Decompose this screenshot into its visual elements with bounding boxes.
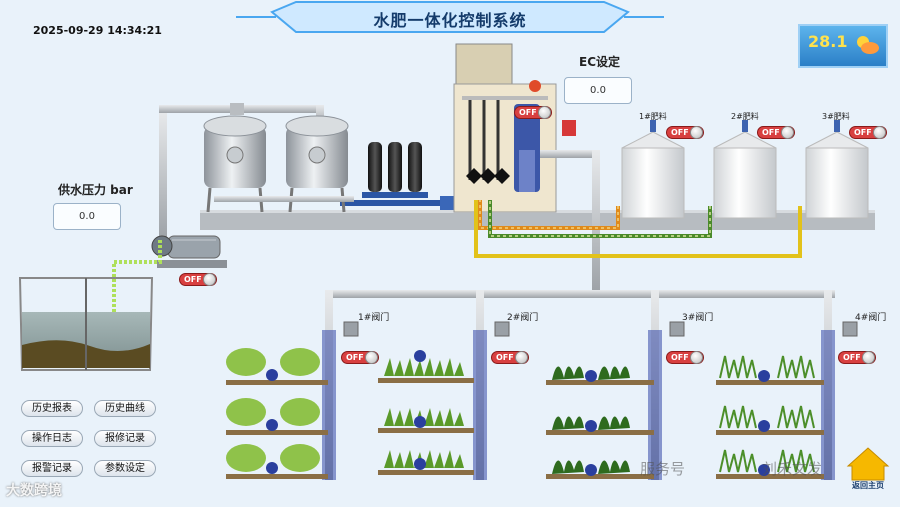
fert2-toggle[interactable]: OFF [757,126,795,139]
mixer-toggle[interactable]: OFF [514,106,552,119]
ec-input[interactable]: 0.0 [564,77,632,104]
home-button[interactable]: 返回主页 [846,445,890,493]
brand-logo: 大数跨境 [6,483,62,499]
datetime-display: 2025-09-29 14:34:21 [33,24,162,37]
fert-tank-1-label: 1#肥料 [639,112,667,121]
history-curve-button[interactable]: 历史曲线 [94,400,156,417]
valve1-toggle[interactable]: OFF [341,351,379,364]
title-banner: 水肥一体化控制系统 [280,2,620,32]
pressure-label: 供水压力 bar [58,183,133,197]
watermark-author: 刘禾文发 [762,460,823,478]
watermark-service: 服务号 [640,460,686,478]
param-settings-button[interactable]: 参数设定 [94,460,156,477]
fert-tank-2-label: 2#肥料 [731,112,759,121]
pressure-readout: 0.0 [53,203,121,230]
operation-log-button[interactable]: 操作日志 [21,430,83,447]
valve-1-label: 1#阀门 [358,313,390,323]
history-report-button[interactable]: 历史报表 [21,400,83,417]
valve-4-label: 4#阀门 [855,313,887,323]
fert1-toggle[interactable]: OFF [666,126,704,139]
weather-widget: 28.1 [798,24,888,68]
temperature-value: 28.1 [808,32,848,51]
main-pump-toggle[interactable]: OFF [179,273,217,286]
alarm-record-button[interactable]: 报警记录 [21,460,83,477]
home-label: 返回主页 [852,481,884,490]
ec-label: EC设定 [579,55,621,69]
repair-record-button[interactable]: 报修记录 [94,430,156,447]
fert-tank-3-label: 3#肥料 [822,112,850,121]
valve-2-label: 2#阀门 [507,313,539,323]
valve2-toggle[interactable]: OFF [491,351,529,364]
cloud-sun-icon [857,36,879,54]
page-title: 水肥一体化控制系统 [373,11,527,30]
valve-3-label: 3#阀门 [682,313,714,323]
fert3-toggle[interactable]: OFF [849,126,887,139]
valve3-toggle[interactable]: OFF [666,351,704,364]
valve4-toggle[interactable]: OFF [838,351,876,364]
